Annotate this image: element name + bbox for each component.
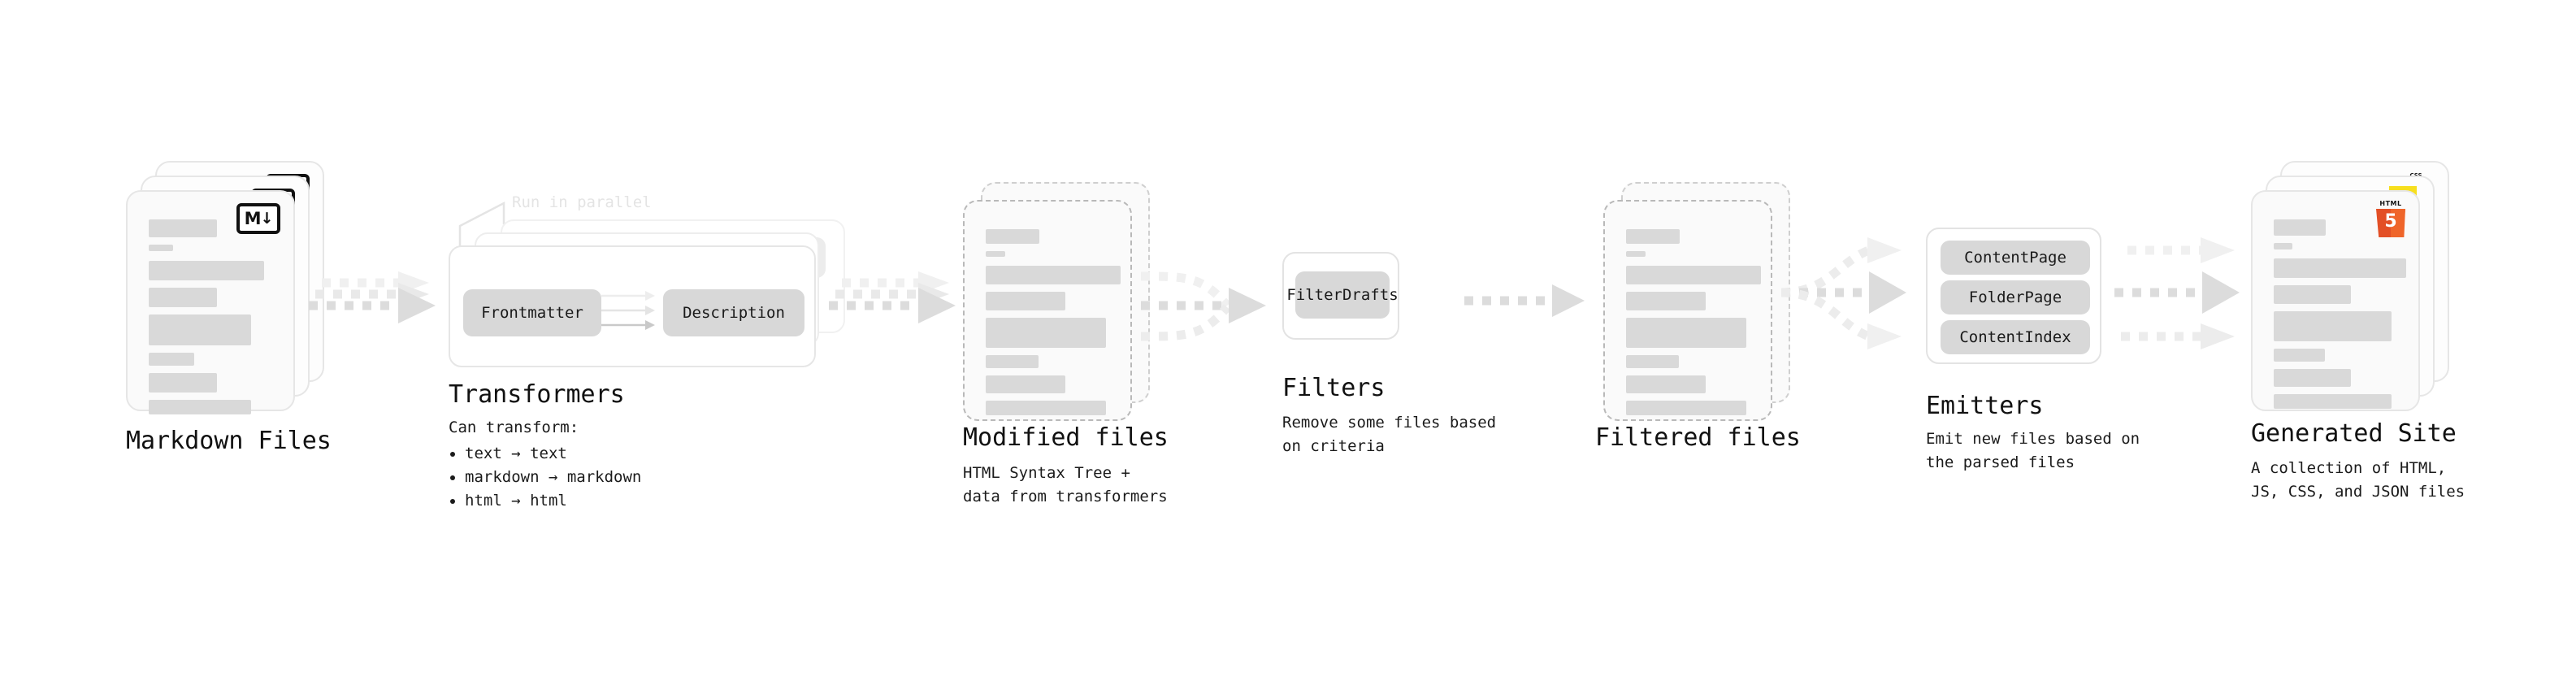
modified-file-card-front [963,200,1132,421]
connector-md-to-transformers [307,270,437,343]
doc-line [149,261,264,280]
modified-files-title: Modified files [963,423,1169,452]
transformer-pill-description[interactable]: Description [663,289,804,336]
connector-filtered-to-emitters [1780,229,1926,367]
doc-placeholder-lines [2274,219,2406,416]
generated-site-subtitle-line: A collection of HTML, [2251,459,2447,477]
emitter-pill-contentpage[interactable]: ContentPage [1941,241,2090,275]
markdown-badge: M↓ [236,203,280,234]
emitters-subtitle-line: Emit new files based on [1926,430,2140,448]
doc-line [2274,285,2351,304]
modified-files-subtitle: HTML Syntax Tree + data from transformer… [963,462,1168,508]
doc-line [986,251,1005,257]
doc-line [986,375,1065,393]
md-letter: M [244,208,262,228]
emitters-subtitle: Emit new files based on the parsed files [1926,427,2140,474]
filter-pill-filterdrafts[interactable]: FilterDrafts [1286,271,1399,319]
connector-transformers-to-modified [827,270,957,343]
doc-line [2274,243,2292,249]
run-in-parallel-bracket [458,201,505,250]
doc-line [2274,394,2392,409]
doc-line [149,245,173,251]
generated-file-card-front: HTML 5 [2251,190,2420,411]
transformer-pill-frontmatter[interactable]: Frontmatter [463,289,601,336]
doc-line [1626,401,1746,415]
doc-placeholder-lines [149,219,277,422]
doc-line [1626,355,1679,368]
filtered-files-title: Filtered files [1595,423,1801,452]
transformers-bullet: html → html [465,489,641,513]
transformers-title: Transformers [449,380,625,409]
doc-line [2274,349,2325,362]
filters-title: Filters [1282,374,1386,402]
connector-emitters-to-site [2113,229,2259,367]
doc-line [986,401,1106,415]
doc-line [149,288,217,307]
filters-subtitle: Remove some files based on criteria [1282,411,1496,458]
filters-subtitle-line: on criteria [1282,436,1385,455]
doc-line [149,373,217,393]
html5-badge-number: 5 [2384,211,2397,232]
transformers-bullet: markdown → markdown [465,466,641,489]
doc-line [986,266,1121,284]
md-arrow-glyph: ↓ [260,209,273,228]
markdown-files-title: Markdown Files [126,427,332,455]
transformers-subtitle-lead: Can transform: [449,419,579,436]
transformer-inner-arrows [601,291,655,330]
doc-line [986,292,1065,310]
filters-card: FilterDrafts [1282,252,1399,340]
html5-badge: HTML 5 [2374,200,2407,237]
doc-line [1626,375,1706,393]
doc-line [149,314,251,345]
generated-site-subtitle: A collection of HTML, JS, CSS, and JSON … [2251,457,2465,503]
doc-placeholder-lines [1626,229,1761,423]
doc-line [2274,311,2392,341]
filters-subtitle-line: Remove some files based [1282,414,1497,432]
doc-line [149,400,251,414]
emitters-title: Emitters [1926,392,2044,420]
modified-files-subtitle-line: HTML Syntax Tree + [963,464,1130,482]
filtered-file-card-front [1603,200,1772,421]
doc-line [2274,369,2351,387]
doc-line [149,353,194,366]
html5-shield-highlight [2391,209,2405,237]
doc-line [2274,258,2406,278]
emitters-card: ContentPage FolderPage ContentIndex [1926,228,2101,364]
doc-line [1626,251,1646,257]
emitters-subtitle-line: the parsed files [1926,453,2075,471]
markdown-file-card-front: M↓ [126,190,295,414]
doc-line [149,219,217,237]
doc-line [986,355,1039,368]
transformers-bullet-list: text → text markdown → markdown html → h… [449,442,641,514]
transformers-bullet: text → text [465,442,641,466]
doc-line [2274,219,2326,236]
emitter-pill-contentindex[interactable]: ContentIndex [1941,320,2090,354]
generated-site-title: Generated Site [2251,419,2457,448]
modified-files-subtitle-line: data from transformers [963,487,1168,505]
connector-filters-to-filtered [1463,283,1593,332]
generated-site-subtitle-line: JS, CSS, and JSON files [2251,482,2465,501]
transformers-subtitle: Can transform: text → text markdown → ma… [449,416,641,514]
doc-line [986,318,1106,348]
doc-line [986,229,1039,244]
emitter-pill-folderpage[interactable]: FolderPage [1941,280,2090,314]
doc-line [1626,266,1761,284]
html5-badge-caption: HTML [2379,200,2402,207]
doc-line [1626,318,1746,348]
connector-modified-to-filters [1138,258,1276,364]
run-in-parallel-label: Run in parallel [512,193,652,211]
doc-placeholder-lines [986,229,1121,423]
doc-line [1626,229,1680,244]
doc-line [1626,292,1706,310]
